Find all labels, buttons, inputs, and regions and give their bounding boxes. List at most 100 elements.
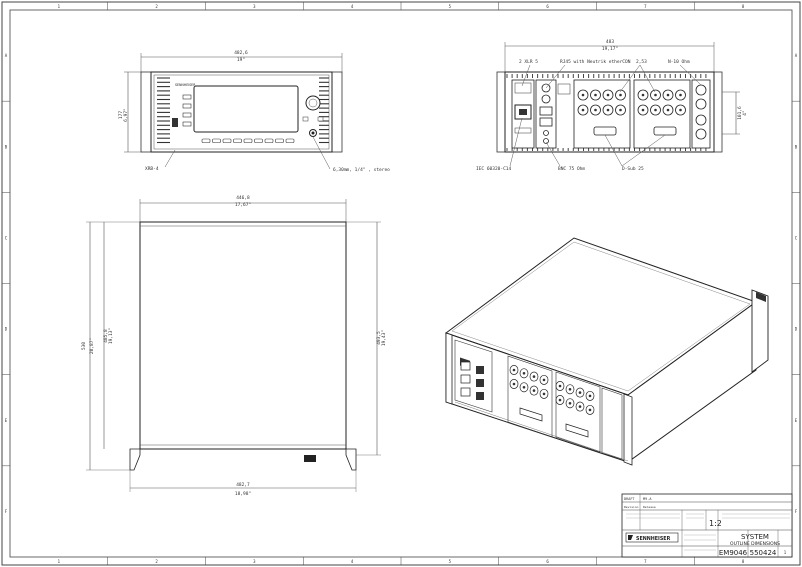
function-button	[243, 138, 253, 143]
rear-callout-top-2: RJ45 with Neutrik etherCON	[560, 59, 631, 65]
top-width-mm: 446,8	[236, 195, 250, 201]
border-row-label: F	[795, 509, 798, 514]
tb-brand: SENNHEISER	[636, 536, 671, 542]
front-jog-wheel	[305, 95, 321, 111]
top-view: 446,8 17,67" 530 20,87" 485,8 19,13" 493…	[81, 195, 387, 497]
isometric-view	[444, 237, 769, 466]
iso-port	[476, 392, 484, 400]
iso-xlr-pin	[542, 378, 546, 382]
function-button	[201, 138, 211, 143]
border-col-label: 5	[449, 4, 452, 9]
front-brand-label: SENNHEISER	[175, 83, 196, 87]
iso-port	[460, 361, 471, 371]
iso-xlr-pin	[532, 375, 536, 378]
border-row-label: C	[795, 235, 798, 240]
front-height-in: 6,97"	[123, 108, 129, 122]
xlr-pin	[619, 93, 622, 97]
xlr-pin	[666, 93, 670, 97]
iso-xlr-pin	[568, 388, 572, 391]
top-chassis	[139, 221, 347, 450]
iso-xlr-pin	[512, 382, 516, 386]
border-col-label: 8	[742, 4, 745, 9]
border-col-label: 7	[644, 4, 647, 9]
xlr-pin	[606, 93, 610, 97]
rear-callout-bottom-1: IEC 60320-C14	[476, 166, 512, 172]
border-col-label: 7	[644, 559, 647, 564]
title-block: DRAFT M9-A Revision Release SENNHEISER 1…	[621, 493, 793, 558]
iso-port	[476, 366, 484, 374]
border-col-label: 1	[58, 559, 61, 564]
top-inner-depth-in: 19,13"	[108, 328, 114, 344]
xlr-pin	[594, 93, 597, 97]
border-row-label: D	[5, 327, 8, 332]
rear-width-in: 19,17"	[602, 46, 618, 52]
rear-callout-top-1: 2 XLR 5	[519, 59, 538, 65]
function-button	[275, 138, 284, 143]
iso-xlr-pin	[532, 389, 536, 392]
iso-xlr-pin	[542, 392, 546, 396]
function-button	[285, 138, 295, 143]
top-bottom-width-in: 18,98"	[235, 491, 251, 497]
tb-scale: 1:2	[709, 519, 722, 528]
top-bottom-width-mm: 482,7	[236, 482, 250, 488]
top-right-depth-in: 19,43"	[381, 330, 387, 346]
xlr-pin	[654, 93, 657, 97]
xlr-pin	[641, 93, 645, 97]
top-right-depth-mm: 493,5	[376, 331, 382, 345]
tb-drawing-no: EM9046	[719, 549, 748, 557]
top-depth-mm: 530	[81, 342, 87, 350]
function-button	[254, 138, 263, 143]
border-row-label: B	[5, 144, 8, 149]
xlr-pin	[679, 93, 682, 97]
border-col-label: 3	[253, 559, 256, 564]
border-col-label: 4	[351, 4, 354, 9]
xlr-pin	[594, 108, 597, 112]
xlr-pin	[666, 108, 670, 112]
iso-xlr-pin	[578, 405, 582, 408]
border-col-label: 6	[546, 4, 549, 9]
tb-sheet: 1	[784, 550, 787, 555]
border-row-label: E	[5, 418, 8, 423]
sennheiser-logo	[625, 532, 679, 543]
rear-callout-top-4: N-10 Ohm	[668, 59, 690, 65]
xlr-pin	[581, 93, 585, 97]
border-col-label: 1	[58, 4, 61, 9]
iso-dsub-connector	[565, 423, 589, 438]
iso-dsub-connector	[519, 407, 543, 422]
xlr-pin	[641, 108, 645, 112]
top-width-in: 17,67"	[235, 202, 251, 208]
xlr-pin	[581, 108, 585, 112]
border-col-label: 5	[449, 559, 452, 564]
border-col-label: 3	[253, 4, 256, 9]
border-col-label: 2	[155, 559, 158, 564]
iso-xlr-pin	[522, 372, 526, 375]
border-row-label: A	[5, 53, 8, 58]
top-depth-in: 20,87"	[89, 338, 95, 354]
iso-xlr-pin	[588, 408, 592, 412]
rear-view: 483 19,17" 1	[476, 39, 748, 172]
iso-xlr-pin	[522, 386, 526, 389]
front-callout-left: XRB-4	[145, 166, 159, 172]
top-inner-depth-mm: 485,8	[103, 329, 109, 343]
xlr-pin	[679, 108, 682, 112]
iso-xlr-pin	[568, 402, 572, 405]
border-row-label: D	[795, 327, 798, 332]
iso-xlr-pin	[558, 384, 562, 388]
rear-xlr-connectors	[577, 89, 686, 116]
xlr-pin	[654, 108, 657, 112]
rear-callout-top-3: 2,53	[636, 59, 647, 65]
border-col-label: 8	[742, 559, 745, 564]
iso-port	[476, 379, 484, 387]
front-width-mm: 482,6	[234, 50, 248, 56]
tb-part-no: 550424	[750, 549, 777, 557]
rear-callout-bottom-2: BNC 75 Ohm	[558, 166, 585, 172]
iso-xlr-pin	[558, 398, 562, 402]
border-col-label: 6	[546, 559, 549, 564]
xlr-pin	[606, 108, 610, 112]
border-row-label: C	[5, 235, 8, 240]
